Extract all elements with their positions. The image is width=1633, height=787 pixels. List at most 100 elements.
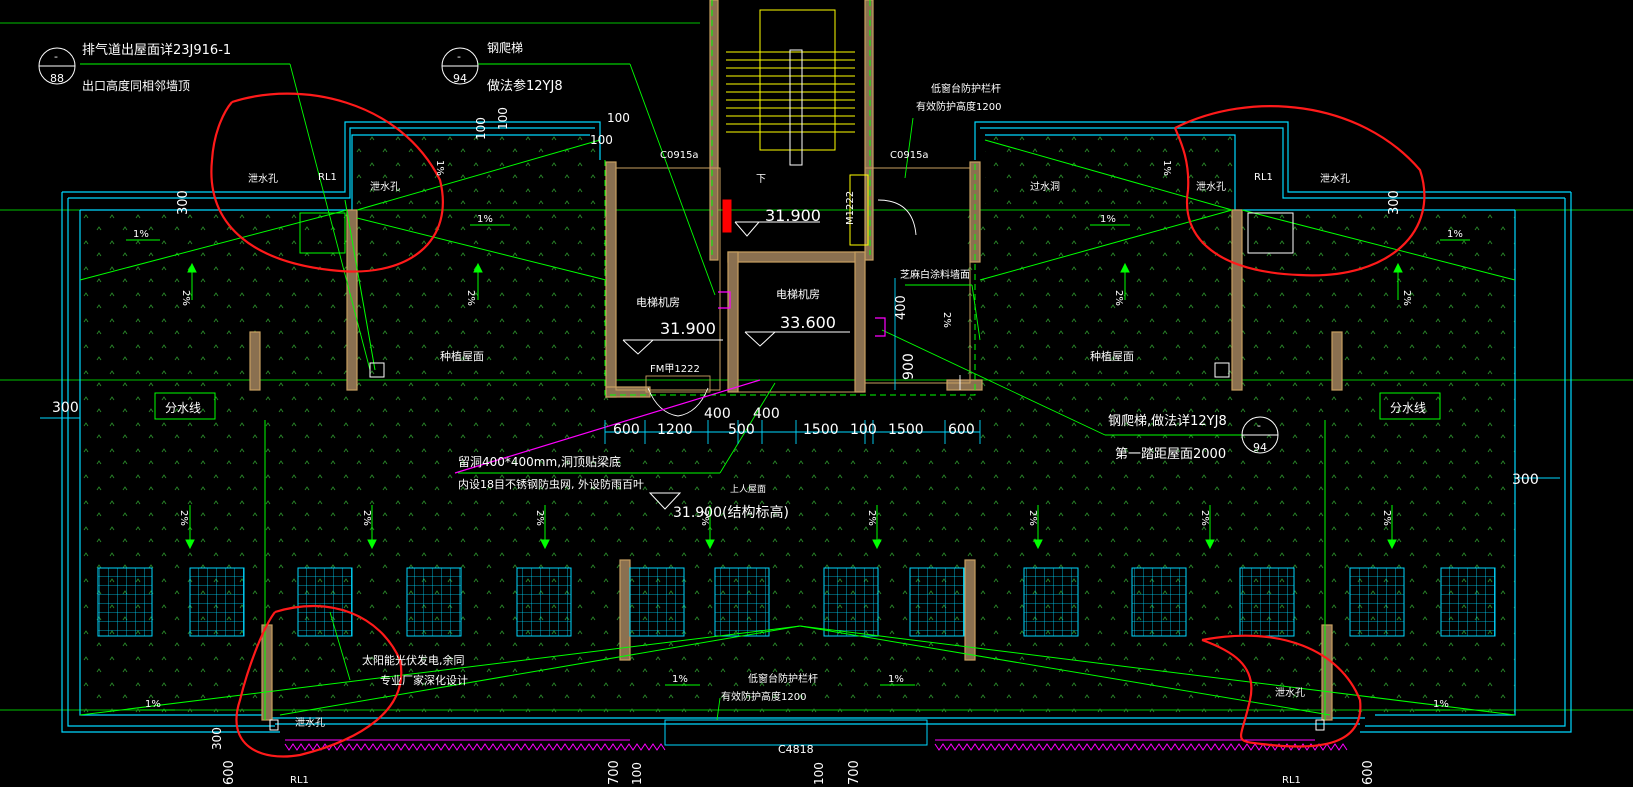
slope-label: 2% xyxy=(534,510,545,526)
dim-label: 100 xyxy=(496,107,510,130)
rail-callout-line2: 有效防护高度1200 xyxy=(916,100,1001,113)
dim-label: 400 xyxy=(753,406,780,422)
ladder-circle-top: - xyxy=(457,50,461,63)
slope-label: 1% xyxy=(1433,699,1449,710)
window-right-tag: C0915a xyxy=(890,150,929,161)
slope-label: 2% xyxy=(941,312,952,328)
hole-callout-line2: 内设18目不锈钢防虫网, 外设防雨百叶 xyxy=(458,477,644,491)
divide-line-boxes xyxy=(154,392,1441,420)
drain-outlets xyxy=(269,212,1325,731)
rail-callout-line1: 低窗台防护栏杆 xyxy=(931,82,1001,95)
ladder-callout-line2: 做法参12YJ8 xyxy=(487,78,563,94)
drain-label-left-a: 泄水孔 xyxy=(248,172,278,185)
vent-hole-markers xyxy=(454,291,886,474)
drain-label-bottom-left: 泄水孔 xyxy=(295,716,325,729)
planted-roof-right-label: 种植屋面 xyxy=(1090,349,1134,363)
dimension-labels: 100 100 100 100 300 300 300 300 300 400 … xyxy=(52,107,1539,785)
ladder2-callout-line1: 钢爬梯,做法详12YJ8 xyxy=(1108,414,1227,429)
dim-label: 100 xyxy=(850,422,877,438)
elevator-room-left-elev: 31.900 xyxy=(660,319,716,338)
rl-left-top: RL1 xyxy=(318,172,337,183)
dim-label: 100 xyxy=(607,111,630,125)
dim-label: 300 xyxy=(210,727,224,750)
bottom-rail-line1: 低窗台防护栏杆 xyxy=(748,672,818,685)
rl-right-top: RL1 xyxy=(1254,172,1273,183)
accessible-roof-label: 上人屋面 xyxy=(730,484,766,495)
dim-label: 100 xyxy=(474,117,488,140)
divide-line-right-label: 分水线 xyxy=(1390,401,1426,415)
dim-label: 600 xyxy=(948,422,975,438)
window-bottom-tag: C4818 xyxy=(778,743,814,756)
slope-label: 2% xyxy=(361,510,372,526)
slope-label: 2% xyxy=(1381,510,1392,526)
solar-panels xyxy=(97,567,1496,637)
roof-hatch xyxy=(80,135,1515,715)
dim-label: 100 xyxy=(812,762,826,785)
divide-line-left-label: 分水线 xyxy=(165,401,201,415)
wall-finish-label: 芝麻白涂料墙面 xyxy=(900,268,970,281)
roof-elevation: 31.900(结构标高) xyxy=(673,504,789,521)
dim-label: 1200 xyxy=(657,422,693,438)
solar-callout-line2: 专业厂家深化设计 xyxy=(380,673,468,687)
drain-label-bottom-right: 泄水孔 xyxy=(1275,686,1305,699)
dim-label: 300 xyxy=(176,190,191,215)
vent-circle-bottom: 88 xyxy=(50,72,64,85)
ladder-circle-bottom: 94 xyxy=(453,72,467,85)
slope-label: 1% xyxy=(1100,214,1116,225)
dim-label: 1500 xyxy=(888,422,924,438)
solar-callout-line1: 太阳能光伏发电,余同 xyxy=(362,653,465,667)
ladder-callout-line1: 钢爬梯 xyxy=(487,41,523,55)
elevation-markers xyxy=(622,221,850,510)
slope-label: 1% xyxy=(434,160,445,176)
slope-label: 2% xyxy=(465,290,476,306)
drainage-lines xyxy=(79,139,1516,720)
dim-label: 300 xyxy=(1512,472,1539,488)
dim-label: 900 xyxy=(901,353,917,380)
vent-callout-line2: 出口高度同相邻墙顶 xyxy=(82,78,190,93)
core-walls xyxy=(249,0,1343,721)
dimension-lines xyxy=(40,278,1560,479)
core-dashed xyxy=(604,0,976,396)
dim-label: 500 xyxy=(728,422,755,438)
overflow-label: 过水洞 xyxy=(1030,180,1060,193)
slope-label: 2% xyxy=(866,510,877,526)
dim-label: 100 xyxy=(590,133,613,147)
hole-callout-line1: 留洞400*400mm,洞顶贴梁底 xyxy=(458,454,621,469)
detail-circles xyxy=(38,47,1279,454)
planted-roof-left-label: 种植屋面 xyxy=(440,349,484,363)
dim-label: 400 xyxy=(894,295,909,320)
slope-label: 1% xyxy=(888,674,904,685)
vent-callout-line1: 排气道出屋面详23J916-1 xyxy=(82,42,231,58)
dim-label: 600 xyxy=(613,422,640,438)
door-fm-tag: FM甲1222 xyxy=(650,364,700,375)
slope-label: 2% xyxy=(178,510,189,526)
door-m-tag: M1222 xyxy=(845,191,856,225)
rl-left-bottom: RL1 xyxy=(290,775,309,786)
drain-label-left-b: 泄水孔 xyxy=(370,180,400,193)
elevator-room-center-label: 电梯机房 xyxy=(776,287,820,301)
slope-label: 2% xyxy=(1113,290,1124,306)
dim-label: 1500 xyxy=(803,422,839,438)
slope-label: 2% xyxy=(1199,510,1210,526)
slope-label: 2% xyxy=(180,290,191,306)
dim-label: 700 xyxy=(847,760,862,785)
stair xyxy=(722,9,869,246)
stair-down-label: 下 xyxy=(756,174,766,185)
dim-label: 700 xyxy=(607,760,622,785)
tag-labels: 泄水孔 泄水孔 泄水孔 泄水孔 泄水孔 泄水孔 RL1 RL1 RL1 RL1 … xyxy=(248,150,1350,786)
slope-label: 1% xyxy=(145,699,161,710)
dim-label: 300 xyxy=(52,400,79,416)
slope-arrows xyxy=(126,224,1470,711)
dim-label: 400 xyxy=(704,406,731,422)
doors xyxy=(645,199,961,417)
window-left-tag: C0915a xyxy=(660,150,699,161)
room-labels: 电梯机房 31.900 电梯机房 33.600 31.900 下 种植屋面 种植… xyxy=(165,174,1426,521)
slope-label: 2% xyxy=(1401,290,1412,306)
slope-label: 1% xyxy=(1447,229,1463,240)
slope-labels: 1% 1% 1% 1% 1% 1% 1% 1% 1% 1% 2% 2% 2% 2… xyxy=(133,160,1463,710)
dim-label: 600 xyxy=(1361,760,1376,785)
ladder2-circle-bottom: 94 xyxy=(1253,441,1267,454)
rl-right-bottom: RL1 xyxy=(1282,775,1301,786)
drain-label-right-a: 泄水孔 xyxy=(1196,180,1226,193)
